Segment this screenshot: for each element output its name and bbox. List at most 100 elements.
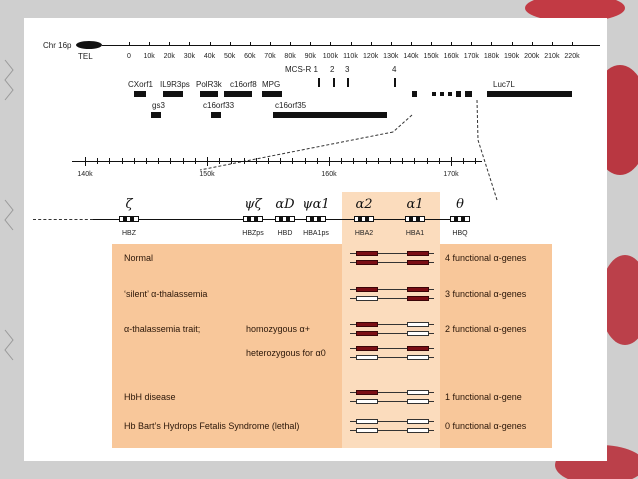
condition-label: Hb Bart’s Hydrops Fetalis Syndrome (leth… <box>124 421 300 431</box>
alpha-gene-deleted <box>407 322 429 327</box>
exon-mark <box>454 216 458 222</box>
scale-tick <box>572 42 573 46</box>
molecule-sketch <box>4 59 14 361</box>
gene-bar <box>432 92 436 96</box>
exon-mark <box>317 216 321 222</box>
gene-label-il9r3ps: IL9R3ps <box>160 80 190 89</box>
zoom-tick <box>316 158 318 164</box>
gene-box <box>275 216 295 222</box>
zoom-tick <box>133 158 135 164</box>
zoom-tick <box>451 157 452 166</box>
gene-symbol: θ <box>456 197 464 212</box>
zoom-tick <box>194 158 196 164</box>
zoom-tick <box>353 158 355 164</box>
exon-mark <box>130 216 134 222</box>
alpha-gene-functional <box>407 251 429 256</box>
scale-tick <box>269 42 271 46</box>
alpha-gene-deleted <box>407 390 429 395</box>
scale-tick <box>410 42 412 46</box>
gene-label-luc7l: Luc7L <box>493 80 515 89</box>
alpha-gene-deleted <box>356 296 378 301</box>
scale-tick <box>390 42 392 46</box>
zoom-tick-label: 140k <box>77 171 93 178</box>
mcs-marker <box>394 78 396 87</box>
alpha-gene-functional <box>407 260 429 265</box>
alpha-gene-deleted <box>356 355 378 360</box>
gene-bar <box>412 91 417 97</box>
gene-name: HBA1ps <box>303 230 329 237</box>
zoom-tick <box>280 158 282 164</box>
zoom-tick <box>170 158 172 164</box>
zoom-tick <box>341 158 343 164</box>
scale-tick-label: 150k <box>423 53 439 60</box>
scale-tick <box>169 42 171 46</box>
condition-label: α-thalassemia trait; <box>124 324 201 334</box>
alpha-gene-functional <box>407 296 429 301</box>
zoom-tick <box>109 158 111 164</box>
gene-bar <box>211 112 221 118</box>
gene-bar-luc7l <box>487 91 572 97</box>
alpha-gene-functional <box>407 346 429 351</box>
scale-tick <box>471 42 473 46</box>
alpha-gene-functional <box>356 287 378 292</box>
exon-mark <box>461 216 465 222</box>
zoom-tick <box>292 158 294 164</box>
scale-tick-label: 30k <box>183 53 196 60</box>
scale-tick-label: 90k <box>304 53 316 60</box>
condition-label: Normal <box>124 253 154 263</box>
gene-box <box>306 216 326 222</box>
exon-mark <box>286 216 290 222</box>
zoom-tick <box>207 157 208 166</box>
gene-label-polr3k: PolR3k <box>196 80 222 89</box>
scale-tick-label: 180k <box>483 53 500 60</box>
gene-symbol: ζ <box>125 197 133 212</box>
scale-tick <box>229 42 231 46</box>
zoom-tick <box>402 158 404 164</box>
chromosome-line <box>350 421 434 422</box>
zoom-tick <box>231 158 233 164</box>
scale-tick <box>451 42 453 46</box>
chromosome-line <box>350 392 434 393</box>
scale-tick <box>511 42 513 46</box>
alpha-gene-deleted <box>356 428 378 433</box>
chromosome-line <box>350 348 434 349</box>
gene-symbol: α2 <box>355 197 373 212</box>
zoom-tick <box>182 158 184 164</box>
zoom-tick <box>268 158 269 164</box>
exon-mark <box>254 216 258 222</box>
scale-tick <box>310 42 312 46</box>
chromosome-line <box>350 262 434 263</box>
zoom-tick <box>377 158 379 164</box>
gene-name: HBA2 <box>354 230 374 237</box>
gene-bar <box>262 91 282 97</box>
gene-label-mpg: MPG <box>262 80 281 89</box>
scale-tick-label: 40k <box>203 53 216 60</box>
functional-gene-count: 1 functional α-gene <box>445 392 522 402</box>
alpha-gene-functional <box>356 390 378 395</box>
alpha-gene-deleted <box>407 399 429 404</box>
zoom-tick <box>304 158 306 164</box>
scale-tick-label: 190k <box>503 53 520 60</box>
scale-tick-label: 80k <box>284 53 296 60</box>
zoom-tick <box>475 158 477 164</box>
gene-box <box>354 216 374 222</box>
gene-symbol: ψζ <box>244 197 262 212</box>
zoom-tick <box>329 157 330 166</box>
alpha-gene-functional <box>356 346 378 351</box>
gene-name: HBD <box>277 230 293 237</box>
scale-tick-label: 120k <box>363 53 379 60</box>
mcs-label-4: 4 <box>392 65 397 74</box>
zoom-tick <box>365 158 367 164</box>
scale-tick-label: 100k <box>322 53 338 60</box>
gene-bar <box>465 91 472 97</box>
scale-tick <box>189 42 191 46</box>
gene-bar <box>224 91 252 97</box>
condition-sublabel: heterozygous for α0 <box>246 348 326 358</box>
zoom-tick <box>219 158 221 164</box>
scale-tick <box>149 42 151 46</box>
scale-tick-label: 130k <box>383 53 399 60</box>
chromosome-label: Chr 16p <box>43 41 72 50</box>
scale-tick-label: 200k <box>524 53 540 60</box>
gene-bar-c16orf35 <box>273 112 387 118</box>
